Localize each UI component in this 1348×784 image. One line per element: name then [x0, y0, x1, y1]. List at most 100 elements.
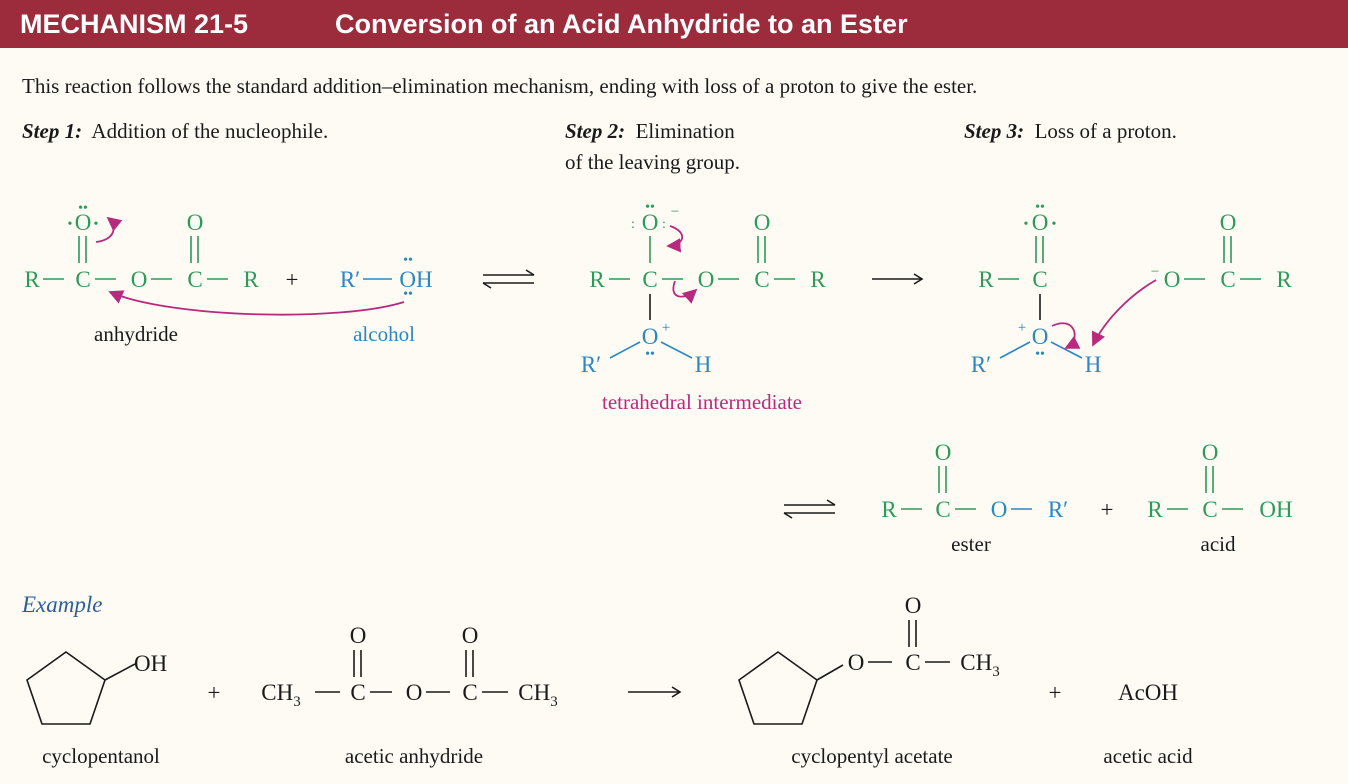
- tet-carbonyl-o: O: [754, 210, 771, 235]
- tet-oxonium-o: O: [642, 324, 659, 349]
- step-2-heading: Step 2: Elimination of the leaving group…: [565, 116, 740, 178]
- ester-c: C: [935, 497, 950, 522]
- protonated-ester: R C O •• • • O + •• R′ H: [971, 200, 1102, 377]
- lone-pair-dots: ••: [645, 200, 655, 215]
- step-2-text: Elimination: [635, 119, 735, 143]
- anhydride-c2: C: [187, 267, 202, 292]
- alcohol-structure: R′ OH •• ••: [340, 253, 433, 302]
- step-1-label: Step 1:: [22, 119, 83, 143]
- ch3-right: CH3: [518, 680, 557, 710]
- curved-arrow: [95, 216, 123, 243]
- reaction-arrow: [872, 273, 924, 285]
- aa-c1: C: [350, 680, 365, 705]
- carboxylate-o: O: [1164, 267, 1181, 292]
- acetic-acid-label: acetic acid: [1103, 744, 1193, 768]
- lone-pair-dots: •: [1052, 217, 1057, 232]
- tetrahedral-intermediate: R C O •• : : − O C O R O + •• R′: [581, 200, 827, 377]
- tet-c1: C: [642, 267, 657, 292]
- pe-r: R: [978, 267, 994, 292]
- tet-r2: R: [810, 267, 826, 292]
- anhydride-c1: C: [75, 267, 90, 292]
- acid-structure: R C O OH: [1147, 440, 1292, 522]
- step-1-text: Addition of the nucleophile.: [91, 119, 329, 143]
- carboxylate-r: R: [1276, 267, 1292, 292]
- positive-charge: +: [1018, 320, 1026, 336]
- lone-pair-dots: •: [94, 217, 99, 232]
- cyclopentyl-acetate-structure: O C O CH3: [738, 593, 1000, 725]
- curved-arrow: [108, 290, 405, 316]
- acoh-formula: AcOH: [1118, 680, 1178, 705]
- tet-r1: R: [589, 267, 605, 292]
- ca-ch3: CH3: [960, 650, 999, 680]
- alcohol-label: alcohol: [353, 322, 415, 346]
- intro-text: This reaction follows the standard addit…: [22, 74, 978, 98]
- pe-rprime: R′: [971, 352, 991, 377]
- acid-r: R: [1147, 497, 1163, 522]
- ca-ester-o: O: [848, 650, 865, 675]
- acid-carbonyl-o: O: [1202, 440, 1219, 465]
- mechanism-header: MECHANISM 21-5 Conversion of an Acid Anh…: [0, 0, 1348, 48]
- reaction-arrow: [628, 686, 682, 698]
- tet-oxide-o: O: [642, 210, 659, 235]
- step-1-heading: Step 1: Addition of the nucleophile.: [22, 116, 328, 147]
- aa-bridge-o: O: [406, 680, 423, 705]
- tet-bridge-o: O: [698, 267, 715, 292]
- anhydride-carbonyl-o2: O: [187, 210, 204, 235]
- equilibrium-arrow: [783, 499, 836, 519]
- step-3-text: Loss of a proton.: [1034, 119, 1177, 143]
- curved-arrow: [1091, 279, 1157, 347]
- negative-charge: −: [671, 204, 679, 220]
- plus-sign: +: [208, 680, 221, 705]
- positive-charge: +: [662, 320, 670, 336]
- ester-r: R: [881, 497, 897, 522]
- curved-arrow: [672, 280, 698, 304]
- ester-label: ester: [951, 532, 991, 556]
- cyclopentyl-acetate-label: cyclopentyl acetate: [791, 744, 953, 768]
- lone-pair-dots: ••: [78, 201, 88, 216]
- aa-o1: O: [350, 623, 367, 648]
- plus-sign: +: [1101, 497, 1114, 522]
- lone-pair-dots: ••: [1035, 347, 1045, 362]
- acid-oh: OH: [1259, 497, 1292, 522]
- lone-pair-dots: :: [631, 217, 635, 232]
- acetic-anhydride-label: acetic anhydride: [345, 744, 483, 768]
- ester-rprime: R′: [1048, 497, 1068, 522]
- lone-pair-dots: •: [68, 217, 73, 232]
- anhydride-r1: R: [24, 267, 40, 292]
- tet-rprime: R′: [581, 352, 601, 377]
- anhydride-bridge-o: O: [131, 267, 148, 292]
- anhydride-r2: R: [243, 267, 259, 292]
- lone-pair-dots: :: [662, 217, 666, 232]
- carboxylate-structure: − O C O R: [1151, 210, 1293, 292]
- ester-structure: R C O O R′: [881, 440, 1068, 522]
- ca-c: C: [905, 650, 920, 675]
- negative-charge: −: [1151, 264, 1159, 280]
- plus-sign: +: [286, 267, 299, 292]
- pe-carbonyl-o: O: [1032, 210, 1049, 235]
- ester-o: O: [991, 497, 1008, 522]
- anhydride-structure: R C O •• • • O C O R: [24, 201, 259, 292]
- tet-h: H: [695, 352, 712, 377]
- pe-c: C: [1032, 267, 1047, 292]
- ch3-left: CH3: [261, 680, 300, 710]
- mechanism-number: MECHANISM 21-5: [20, 9, 249, 39]
- curved-arrow: [1051, 322, 1081, 349]
- acid-c: C: [1202, 497, 1217, 522]
- step-3-label: Step 3:: [964, 119, 1025, 143]
- step-2-text-line2: of the leaving group.: [565, 150, 740, 174]
- ca-carbonyl-o: O: [905, 593, 922, 618]
- aa-c2: C: [462, 680, 477, 705]
- cyclopentanol-oh: OH: [134, 651, 167, 676]
- pe-oxonium-o: O: [1032, 324, 1049, 349]
- alcohol-oh: OH: [399, 267, 432, 292]
- ester-carbonyl-o: O: [935, 440, 952, 465]
- cyclopentanol-label: cyclopentanol: [42, 744, 160, 768]
- example-heading: Example: [21, 592, 102, 617]
- lone-pair-dots: ••: [403, 287, 413, 302]
- anhydride-label: anhydride: [94, 322, 178, 346]
- tetrahedral-label: tetrahedral intermediate: [602, 390, 802, 414]
- carboxylate-c: C: [1220, 267, 1235, 292]
- lone-pair-dots: ••: [1035, 200, 1045, 215]
- carboxylate-carbonyl-o: O: [1220, 210, 1237, 235]
